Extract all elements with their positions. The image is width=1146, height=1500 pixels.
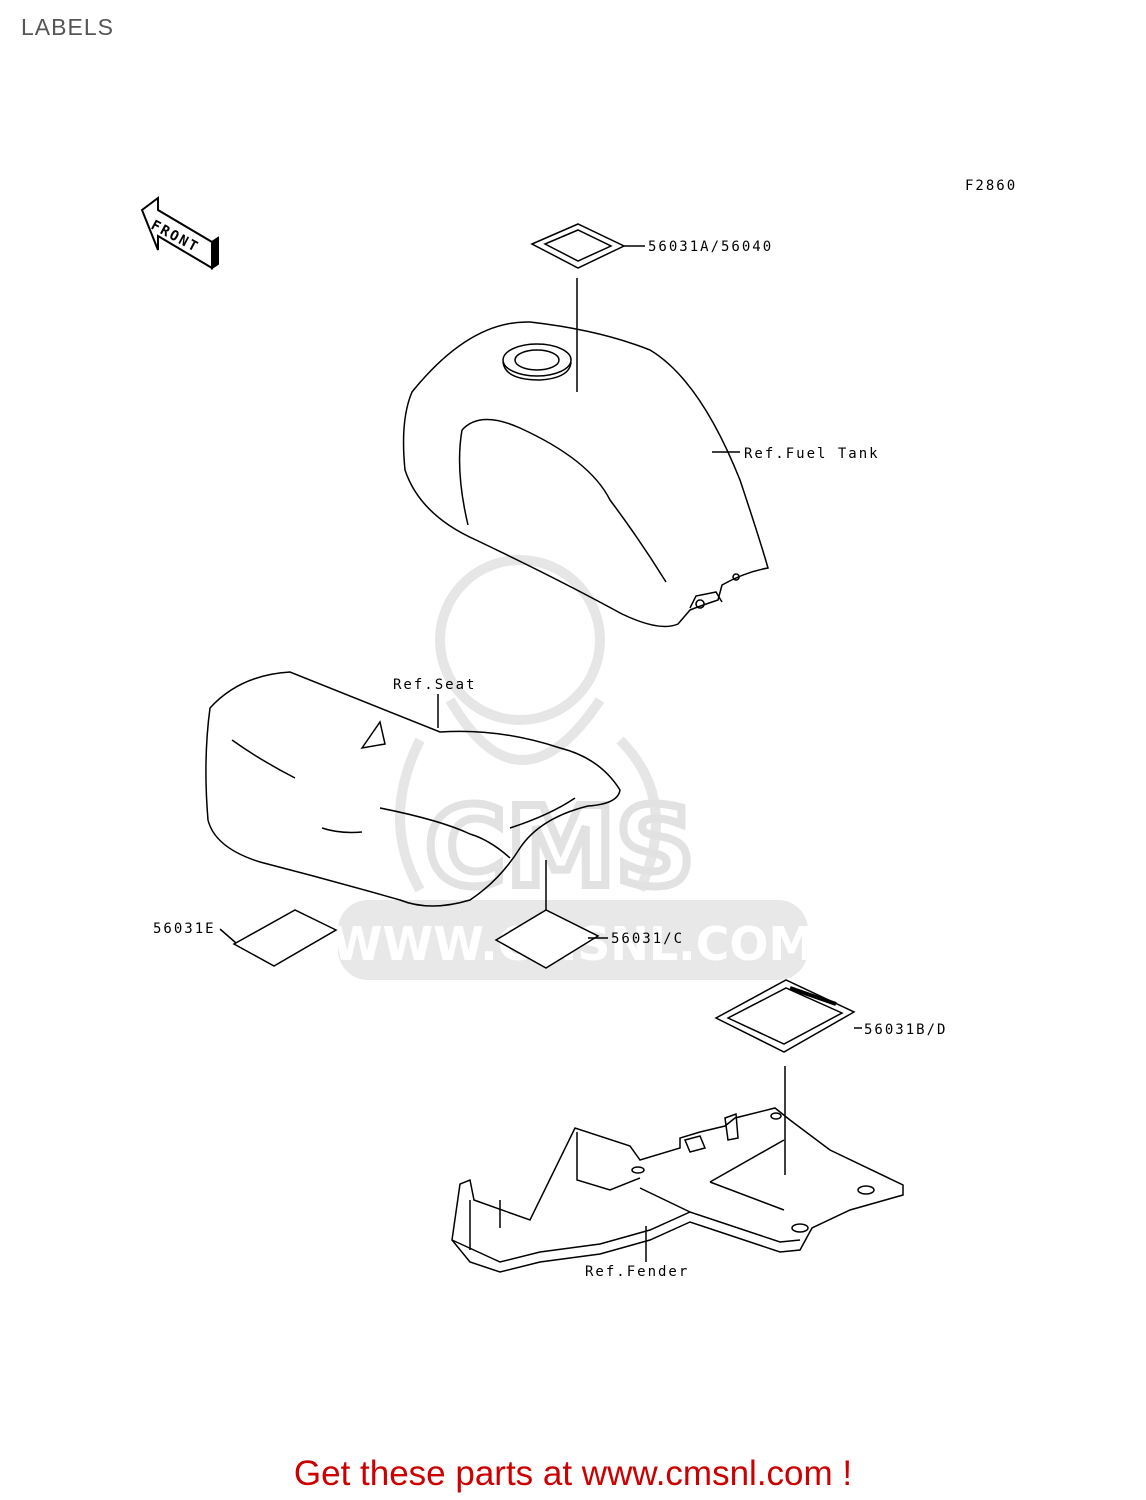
watermark-mascot-head — [435, 555, 605, 725]
callout-fuel-tank: Ref.Fuel Tank — [744, 446, 880, 462]
watermark-mascot-body — [395, 736, 661, 893]
callout-seat: Ref.Seat — [393, 677, 476, 693]
label-56031a-sticker — [530, 223, 626, 269]
callout-left-label: 56031E — [153, 921, 216, 937]
callout-top-label: 56031A/56040 — [648, 239, 773, 255]
leader-left-label — [219, 928, 237, 944]
watermark-mascot-face — [445, 697, 605, 765]
callout-right-label: 56031B/D — [864, 1022, 947, 1038]
front-arrow-icon — [140, 196, 219, 270]
page-title: LABELS — [21, 14, 114, 40]
seat-outline — [205, 671, 621, 907]
watermark-brand: CMS — [425, 783, 694, 911]
callout-fender: Ref.Fender — [585, 1264, 689, 1280]
label-56031e-sticker — [232, 909, 338, 967]
fender-outline — [451, 1107, 904, 1273]
footer-parts-link[interactable]: Get these parts at www.cmsnl.com ! — [293, 1454, 853, 1493]
label-56031c-sticker — [494, 909, 600, 969]
label-56031b-sticker — [714, 979, 856, 1053]
figure-code: F2860 — [965, 178, 1017, 194]
watermark — [395, 555, 661, 893]
fuel-tank-outline — [402, 321, 769, 628]
callout-center-label: 56031/C — [611, 931, 684, 947]
